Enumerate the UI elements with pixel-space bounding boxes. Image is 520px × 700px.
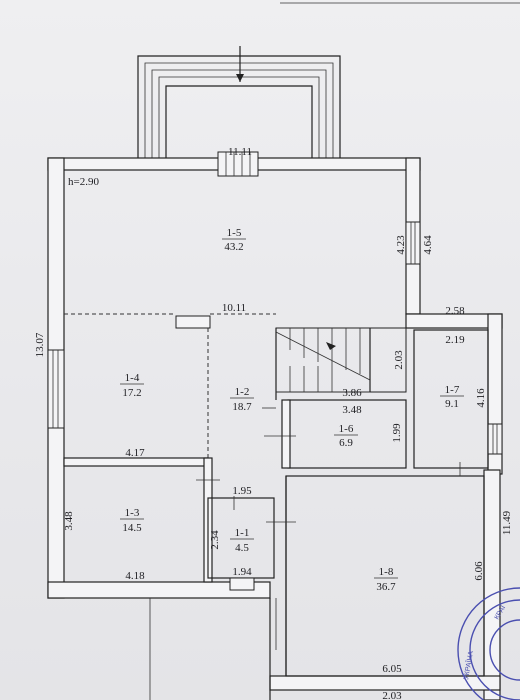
- room-1-4: 1-4 17.2: [120, 372, 144, 399]
- dim-hall-width: 1.95: [232, 485, 252, 497]
- dim-room18-width: 6.05: [382, 663, 402, 675]
- room-id: 1-8: [379, 566, 394, 578]
- dim-terrace-width: 11.11: [228, 146, 252, 158]
- room-area: 14.5: [122, 522, 142, 534]
- dim-room16-height: 1.99: [391, 423, 403, 443]
- dim-left-total: 13.07: [34, 332, 46, 357]
- dim-room11-width: 1.94: [232, 566, 252, 578]
- dimension-labels: h=2.90 11.11 4.23 4.64 13.07 10.11 2.58 …: [34, 146, 513, 700]
- terrace: [137, 46, 341, 158]
- room-1-2: 1-2 18.7: [230, 386, 254, 413]
- dim-right-total: 11.49: [501, 510, 513, 535]
- room-id: 1-1: [235, 527, 250, 539]
- dim-stairs-height: 2.03: [393, 350, 405, 370]
- arrow-head-icon: [236, 74, 244, 82]
- dim-right-ext-inner: 2.19: [445, 334, 465, 346]
- room-area: 36.7: [376, 581, 396, 593]
- dim-room13-height: 3.48: [63, 511, 75, 531]
- dim-room16-width: 3.48: [342, 404, 362, 416]
- dim-stairs-width: 3.86: [342, 387, 362, 399]
- room-area: 9.1: [445, 398, 459, 410]
- dim-room14-width: 4.17: [125, 447, 145, 459]
- dim-top-right-a: 4.23: [395, 235, 407, 255]
- room-id: 1-4: [125, 372, 140, 384]
- interior-walls: [63, 313, 489, 677]
- room-1-8: 1-8 36.7: [374, 566, 398, 593]
- room-id: 1-3: [125, 507, 140, 519]
- dim-room11-height: 2.34: [209, 530, 221, 550]
- room-area: 18.7: [232, 401, 252, 413]
- dim-right-ext-top: 2.58: [445, 305, 465, 317]
- dim-room13-width: 4.18: [125, 570, 145, 582]
- stairs: [275, 328, 371, 393]
- dim-bottom-partial: 2.03: [382, 690, 402, 700]
- stairs-arrow-icon: [326, 342, 336, 350]
- room-1-1: 1-1 4.5: [230, 527, 254, 554]
- room-id: 1-5: [227, 227, 242, 239]
- room-1-5: 1-5 43.2: [222, 227, 246, 253]
- room-1-6: 1-6 6.9: [334, 423, 358, 449]
- room-id: 1-6: [339, 423, 354, 435]
- room-id: 1-2: [235, 386, 250, 398]
- room-id: 1-7: [445, 384, 460, 396]
- dim-mid-width: 10.11: [222, 302, 246, 314]
- dim-room18-height: 6.06: [473, 561, 485, 581]
- dim-top-right-b: 4.64: [422, 235, 434, 255]
- dim-room17-height: 4.16: [475, 388, 487, 408]
- room-1-7: 1-7 9.1: [440, 384, 464, 410]
- room-area: 17.2: [122, 387, 141, 399]
- height-label: h=2.90: [68, 176, 99, 188]
- outer-walls: [47, 151, 503, 700]
- room-area: 6.9: [339, 437, 353, 449]
- room-1-3: 1-3 14.5: [120, 507, 144, 534]
- room-area: 4.5: [235, 542, 249, 554]
- room-area: 43.2: [224, 241, 243, 253]
